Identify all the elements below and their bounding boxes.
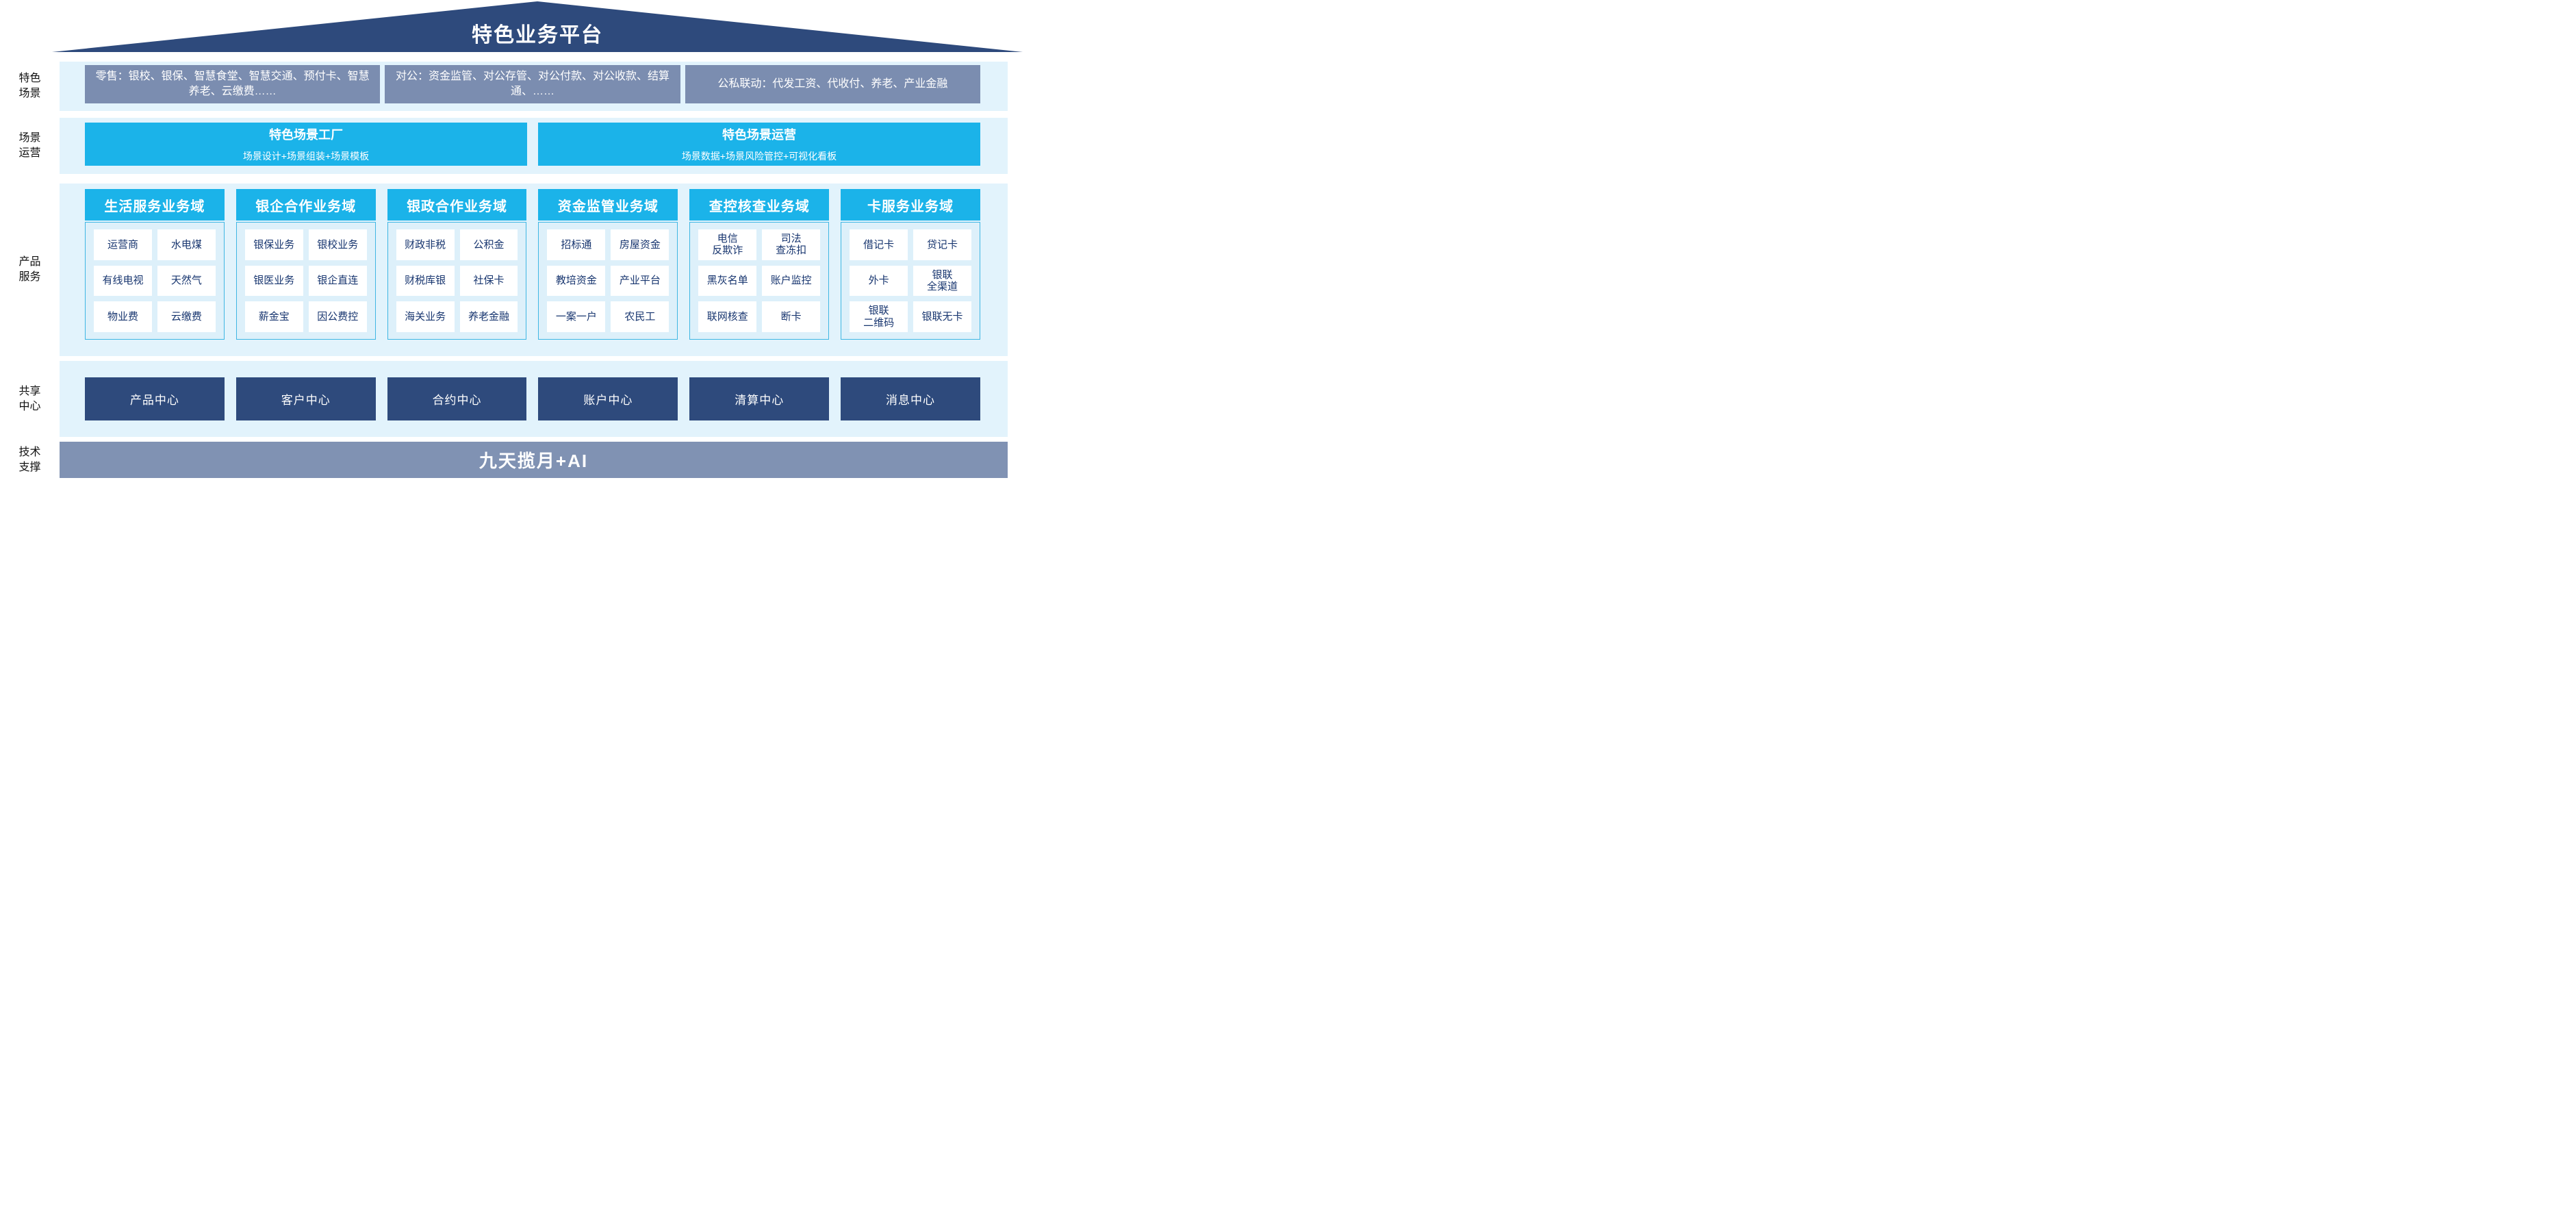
domain-cell: 银联无卡: [913, 301, 971, 332]
products-band: 生活服务业务域 运营商 水电煤 有线电视 天然气 物业费 云缴费 银企合作业务域…: [60, 184, 1008, 356]
domain-inspection-verification: 查控核查业务域 电信 反欺诈 司法 查冻扣 黑灰名单 账户监控 联网核查 断卡: [689, 189, 830, 340]
domain-cell: 银联 全渠道: [913, 265, 971, 297]
domain-cell: 公积金: [459, 229, 518, 260]
domain-fund-supervision: 资金监管业务域 招标通 房屋资金 教培资金 产业平台 一案一户 农民工: [538, 189, 678, 340]
domain-cell: 一案一户: [547, 301, 606, 332]
domain-cell: 有线电视: [94, 265, 152, 297]
domain-cell: 司法 查冻扣: [762, 229, 821, 260]
domain-cell: 银医业务: [244, 265, 303, 297]
row-label-products: 产品 服务: [18, 256, 41, 283]
scene-operation-title: 特色场景运营: [722, 128, 796, 142]
scene-row: 特色 场景 零售：银校、银保、智慧食堂、智慧交通、预付卡、智慧养老、云缴费…… …: [0, 62, 1030, 111]
scene-factory-title: 特色场景工厂: [269, 128, 343, 142]
domain-cell: 财税库银: [396, 265, 455, 297]
domain-panel: 借记卡 贷记卡 外卡 银联 全渠道 银联 二维码 银联无卡: [841, 222, 980, 340]
domain-life-services: 生活服务业务域 运营商 水电煤 有线电视 天然气 物业费 云缴费: [85, 189, 225, 340]
center-box-clearing: 清算中心: [689, 377, 830, 420]
domain-cell: 农民工: [611, 301, 669, 332]
domain-header: 生活服务业务域: [85, 189, 225, 221]
domain-cell: 天然气: [157, 265, 216, 297]
operation-row: 场景 运营 特色场景工厂 场景设计+场景组装+场景模板 特色场景运营 场景数据+…: [0, 118, 1030, 174]
domain-cell: 贷记卡: [913, 229, 971, 260]
domain-panel: 电信 反欺诈 司法 查冻扣 黑灰名单 账户监控 联网核查 断卡: [689, 222, 830, 340]
domain-cell: 物业费: [94, 301, 152, 332]
scene-factory-box: 特色场景工厂 场景设计+场景组装+场景模板: [85, 123, 527, 166]
roof-banner: 特色业务平台: [52, 1, 1023, 52]
scene-box-corporate: 对公：资金监管、对公存管、对公付款、对公收款、结算通、……: [385, 65, 680, 103]
domain-cell: 教培资金: [547, 265, 606, 297]
center-box-contract: 合约中心: [387, 377, 527, 420]
domain-panel: 银保业务 银校业务 银医业务 银企直连 薪金宝 因公费控: [235, 222, 376, 340]
center-box-message: 消息中心: [841, 377, 980, 420]
domain-cell: 借记卡: [850, 229, 908, 260]
domain-cell: 账户监控: [762, 265, 821, 297]
scene-operation-subtitle: 场景数据+场景风险管控+可视化看板: [681, 151, 837, 162]
domain-cell: 联网核查: [698, 301, 757, 332]
center-box-account: 账户中心: [538, 377, 678, 420]
domain-cell: 因公费控: [308, 301, 367, 332]
row-label-operation: 场景 运营: [18, 132, 41, 159]
domain-cell: 银企直连: [308, 265, 367, 297]
domain-cell: 云缴费: [157, 301, 216, 332]
domain-panel: 运营商 水电煤 有线电视 天然气 物业费 云缴费: [85, 222, 225, 340]
domain-bank-government: 银政合作业务域 财政非税 公积金 财税库银 社保卡 海关业务 养老金融: [387, 189, 527, 340]
platform-title: 特色业务平台: [472, 24, 603, 47]
center-box-customer: 客户中心: [235, 377, 376, 420]
scene-box-retail: 零售：银校、银保、智慧食堂、智慧交通、预付卡、智慧养老、云缴费……: [85, 65, 381, 103]
scene-band: 零售：银校、银保、智慧食堂、智慧交通、预付卡、智慧养老、云缴费…… 对公：资金监…: [60, 62, 1008, 111]
domain-cell: 海关业务: [396, 301, 455, 332]
operation-band: 特色场景工厂 场景设计+场景组装+场景模板 特色场景运营 场景数据+场景风险管控…: [60, 118, 1008, 174]
domain-card-services: 卡服务业务域 借记卡 贷记卡 外卡 银联 全渠道 银联 二维码 银联无卡: [841, 189, 980, 340]
row-label-tech: 技术 支撑: [18, 446, 41, 473]
sharing-band: 产品中心 客户中心 合约中心 账户中心 清算中心 消息中心: [60, 361, 1008, 437]
domain-cell: 银联 二维码: [850, 301, 908, 332]
row-label-scene: 特色 场景: [18, 73, 41, 99]
domain-header: 资金监管业务域: [538, 189, 678, 221]
domain-cell: 外卡: [850, 265, 908, 297]
scene-factory-subtitle: 场景设计+场景组装+场景模板: [242, 151, 370, 162]
products-row: 产品 服务 生活服务业务域 运营商 水电煤 有线电视 天然气 物业费 云缴费 银…: [0, 184, 1030, 356]
center-box-product: 产品中心: [85, 377, 225, 420]
platform-architecture-diagram: 特色业务平台 特色 场景 零售：银校、银保、智慧食堂、智慧交通、预付卡、智慧养老…: [0, 0, 1030, 493]
domain-header: 银企合作业务域: [235, 189, 376, 221]
tech-platform-bar: 九天揽月+AI: [60, 442, 1008, 478]
sharing-row: 共享 中心 产品中心 客户中心 合约中心 账户中心 清算中心 消息中心: [0, 361, 1030, 437]
domain-header: 银政合作业务域: [387, 189, 527, 221]
domain-bank-enterprise: 银企合作业务域 银保业务 银校业务 银医业务 银企直连 薪金宝 因公费控: [235, 189, 376, 340]
domain-cell: 产业平台: [611, 265, 669, 297]
domain-cell: 黑灰名单: [698, 265, 757, 297]
scene-operation-box: 特色场景运营 场景数据+场景风险管控+可视化看板: [538, 123, 980, 166]
domain-panel: 招标通 房屋资金 教培资金 产业平台 一案一户 农民工: [538, 222, 678, 340]
domain-cell: 断卡: [762, 301, 821, 332]
domain-cell: 养老金融: [459, 301, 518, 332]
domain-header: 查控核查业务域: [689, 189, 830, 221]
scene-box-public-private: 公私联动：代发工资、代收付、养老、产业金融: [685, 65, 980, 103]
domain-cell: 银保业务: [244, 229, 303, 260]
domain-cell: 银校业务: [308, 229, 367, 260]
row-label-sharing: 共享 中心: [18, 385, 41, 412]
domain-cell: 财政非税: [396, 229, 455, 260]
domain-cell: 房屋资金: [611, 229, 669, 260]
domain-cell: 薪金宝: [244, 301, 303, 332]
tech-row: 技术 支撑 九天揽月+AI: [0, 442, 1030, 478]
domain-cell: 招标通: [547, 229, 606, 260]
domain-panel: 财政非税 公积金 财税库银 社保卡 海关业务 养老金融: [387, 222, 527, 340]
domain-cell: 水电煤: [157, 229, 216, 260]
domain-cell: 运营商: [94, 229, 152, 260]
domain-cell: 电信 反欺诈: [698, 229, 757, 260]
domain-cell: 社保卡: [459, 265, 518, 297]
domain-header: 卡服务业务域: [841, 189, 980, 221]
